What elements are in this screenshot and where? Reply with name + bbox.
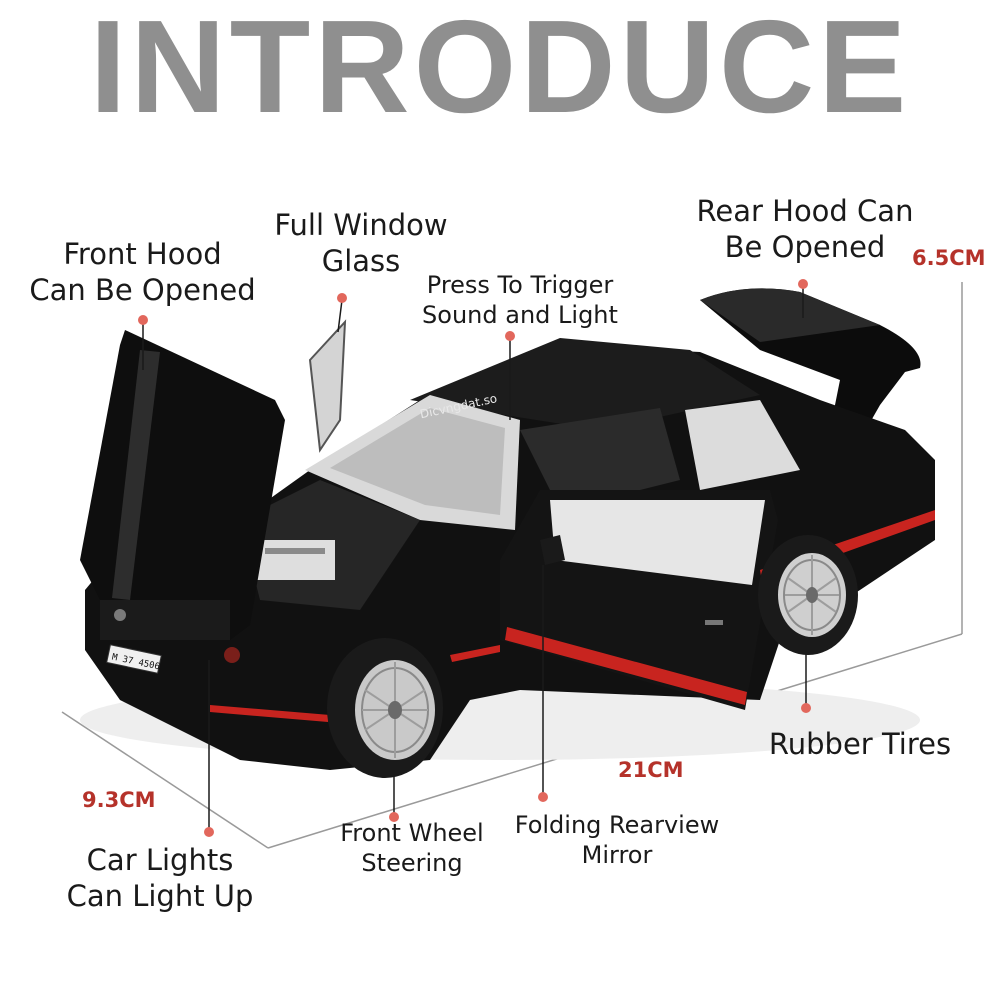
fender-stripe: [450, 645, 500, 662]
dimension-width: 9.3CM: [82, 788, 156, 812]
full-window-leader: [337, 299, 343, 333]
spoiler-highlight: [700, 288, 880, 342]
rear-wheel: [758, 535, 858, 655]
dimension-length: 21CM: [618, 758, 684, 782]
label-car-lights: Car Lights Can Light Up: [66, 843, 254, 914]
rubber-tires-dot: [801, 703, 811, 713]
front-stripe: [210, 705, 330, 722]
width-dimension-line: [61, 711, 269, 849]
label-press-trigger: Press To Trigger Sound and Light: [422, 271, 618, 329]
car-roof: [410, 338, 760, 430]
engine-block: [255, 540, 335, 580]
license-plate: [106, 644, 162, 674]
press-trigger-dot: [505, 331, 515, 341]
full-window-dot: [337, 293, 347, 303]
mirror-dot: [538, 792, 548, 802]
rear-side-window-frame: [520, 408, 680, 510]
door-handle: [705, 620, 723, 625]
front-wheel: [327, 638, 443, 778]
front-wheel-dot: [389, 812, 399, 822]
label-front-wheel: Front Wheel Steering: [340, 819, 484, 877]
door-glass-raised: [308, 319, 347, 453]
label-rear-hood: Rear Hood Can Be Opened: [696, 194, 914, 265]
headlight-left: [114, 609, 126, 621]
door-window: [550, 500, 765, 585]
label-front-hood: Front Hood Can Be Opened: [29, 237, 256, 308]
windshield-interior: [330, 408, 505, 515]
dimension-height: 6.5CM: [912, 246, 986, 270]
front-hood-open: [80, 330, 285, 640]
engine-detail: [265, 548, 325, 554]
rear-hood-dot: [798, 279, 808, 289]
label-folding-mirror: Folding Rearview Mirror: [514, 811, 720, 869]
door-stripe: [505, 627, 747, 705]
hood-highlight: [112, 350, 160, 600]
indicator-light: [224, 647, 240, 663]
car-lights-dot: [204, 827, 214, 837]
label-full-window: Full Window Glass: [274, 208, 448, 279]
callout-lines: [142, 284, 807, 830]
callout-dots: [138, 279, 811, 837]
side-mirror: [540, 535, 565, 565]
front-hood-dot: [138, 315, 148, 325]
label-rubber-tires: Rubber Tires: [768, 727, 952, 761]
rear-quarter-window: [685, 400, 800, 490]
page-title: INTRODUCE: [89, 0, 911, 140]
